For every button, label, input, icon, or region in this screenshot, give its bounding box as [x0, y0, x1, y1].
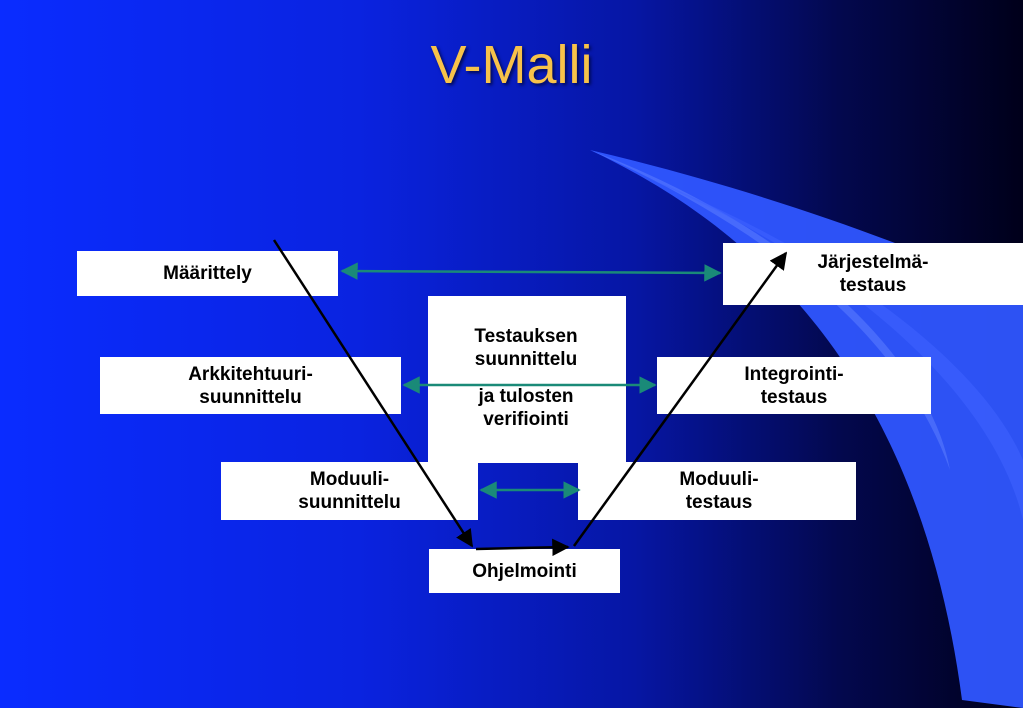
center-line-1: Testauksen: [474, 326, 578, 347]
box-ohjelmointi: Ohjelmointi: [429, 549, 620, 593]
v-path-down: [272, 239, 474, 548]
box-label-line1: Järjestelmä-: [817, 252, 929, 273]
box-label-line1: Moduuli-: [309, 469, 390, 490]
box-label-line2: testaus: [839, 275, 907, 296]
v-path-bottom: [475, 538, 570, 557]
center-line-2: suunnittelu: [474, 349, 578, 370]
v-path-up: [572, 251, 788, 547]
slide-title: V-Malli: [430, 35, 593, 95]
box-label: Ohjelmointi: [472, 560, 577, 582]
center-line-4: verifiointi: [483, 409, 569, 430]
test-planning-text: Testauksen suunnittelu ja tulosten verif…: [428, 325, 624, 431]
box-label-line1: Moduuli-: [679, 469, 759, 490]
box-label-line2: suunnittelu: [298, 492, 401, 513]
box-label: Määrittely: [163, 263, 252, 284]
box-label-line2: testaus: [760, 386, 828, 408]
box-label-line1: Arkkitehtuuri-: [188, 363, 313, 385]
box-arkkitehtuurisuunnittelu: Arkkitehtuuri- suunnittelu: [100, 357, 401, 414]
box-moduulitestaus: Moduuli- testaus: [582, 462, 856, 520]
box-label-line2: testaus: [685, 492, 753, 513]
box-label-line2: suunnittelu: [199, 386, 302, 408]
box-label-line1: Integrointi-: [744, 363, 844, 385]
double-arrow-top: [340, 262, 722, 282]
